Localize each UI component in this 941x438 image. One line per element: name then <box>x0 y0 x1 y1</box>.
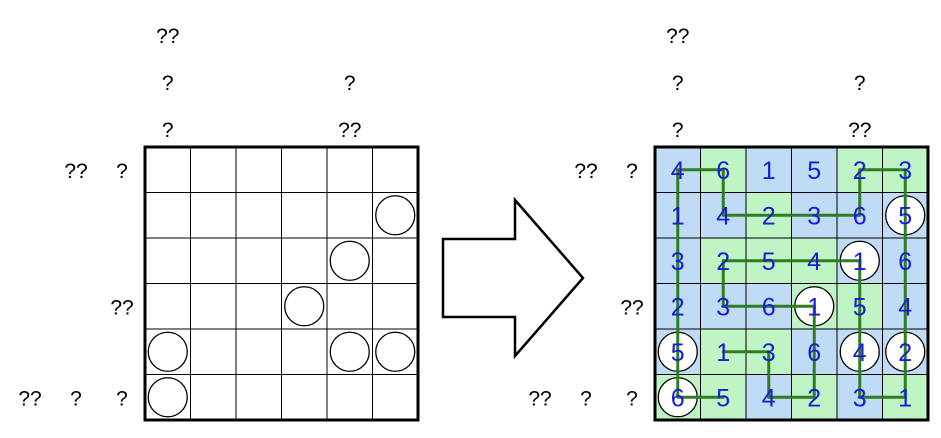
circle-marker <box>329 240 370 281</box>
left-clue-row0: ? <box>626 160 638 183</box>
region-cell-blue <box>791 147 837 193</box>
solution-digit: 4 <box>898 293 912 321</box>
right-arrow-icon <box>441 196 585 360</box>
top-clue-col0: ? <box>162 119 174 142</box>
circle-marker <box>147 377 188 418</box>
right-puzzle-clues: ???????????????? <box>528 25 871 410</box>
top-clue-col4: ?? <box>338 119 361 142</box>
solution-digit: 4 <box>671 157 685 185</box>
solution-digit: 1 <box>671 202 685 230</box>
top-clue-col4: ? <box>344 72 356 95</box>
solution-digit: 6 <box>716 157 730 185</box>
solution-digit: 6 <box>853 202 867 230</box>
solution-digit: 5 <box>807 157 821 185</box>
solution-digit: 4 <box>853 339 867 367</box>
solution-digit: 6 <box>762 293 776 321</box>
top-clue-col4: ?? <box>848 119 871 142</box>
solution-digit: 1 <box>807 293 821 321</box>
solution-digit: 2 <box>898 339 912 367</box>
solution-digit: 1 <box>762 157 776 185</box>
solution-digit: 3 <box>762 339 776 367</box>
circle-marker <box>375 331 416 372</box>
circle-marker <box>329 331 370 372</box>
circle-marker <box>284 286 325 327</box>
solution-digit: 6 <box>807 339 821 367</box>
solution-digit: 3 <box>807 202 821 230</box>
left-clue-row5: ?? <box>528 387 551 410</box>
solution-digit: 3 <box>671 248 685 276</box>
solution-digit: 3 <box>898 157 912 185</box>
left-clue-row3: ?? <box>620 296 643 319</box>
unsolved-puzzle-grid <box>143 145 420 422</box>
left-puzzle-clues: ???????????????? <box>18 25 361 410</box>
grid-border <box>143 145 420 422</box>
left-clue-row0: ?? <box>64 160 87 183</box>
circle-marker <box>375 195 416 236</box>
solution-digit: 2 <box>807 384 821 412</box>
solution-digit: 2 <box>671 293 685 321</box>
solution-digit: 6 <box>671 384 685 412</box>
top-clue-col4: ? <box>854 72 866 95</box>
left-clue-row5: ? <box>70 387 82 410</box>
solution-digit: 5 <box>762 248 776 276</box>
solution-digit: 5 <box>853 293 867 321</box>
circle-marker <box>147 331 188 372</box>
solution-digit: 4 <box>807 248 821 276</box>
left-clue-row0: ? <box>116 160 128 183</box>
solution-digit: 2 <box>716 248 730 276</box>
solution-digit: 3 <box>716 293 730 321</box>
top-clue-col0: ?? <box>156 25 179 48</box>
left-clue-row5: ? <box>580 387 592 410</box>
left-clue-row3: ?? <box>110 296 133 319</box>
solution-digit: 5 <box>671 339 685 367</box>
transform-arrow <box>441 196 585 360</box>
left-clue-row0: ?? <box>574 160 597 183</box>
solved-puzzle-grid: 4 6 1 5 2 3 1 4 2 3 6 5 3 2 5 4 1 6 2 3 6 1 5 4 5 1 3 6 4 2 6 5 4 2 3 1 <box>653 145 930 422</box>
solution-digit: 1 <box>853 248 867 276</box>
top-clue-col0: ? <box>162 72 174 95</box>
top-clue-col0: ? <box>672 119 684 142</box>
region-cell-blue <box>746 147 792 193</box>
solution-digit: 5 <box>898 202 912 230</box>
grid-border <box>653 145 930 422</box>
solution-digit: 4 <box>716 202 730 230</box>
solution-digit: 2 <box>853 157 867 185</box>
solution-digit: 6 <box>898 248 912 276</box>
solution-digit: 2 <box>762 202 776 230</box>
left-clue-row5: ?? <box>18 387 41 410</box>
solution-digit: 1 <box>898 384 912 412</box>
solution-digit: 4 <box>762 384 776 412</box>
top-clue-col0: ?? <box>666 25 689 48</box>
solution-digit: 5 <box>716 384 730 412</box>
left-clue-row5: ? <box>626 387 638 410</box>
top-clue-col0: ? <box>672 72 684 95</box>
left-clue-row5: ? <box>116 387 128 410</box>
solution-digit: 3 <box>853 384 867 412</box>
solution-digit: 1 <box>716 339 730 367</box>
